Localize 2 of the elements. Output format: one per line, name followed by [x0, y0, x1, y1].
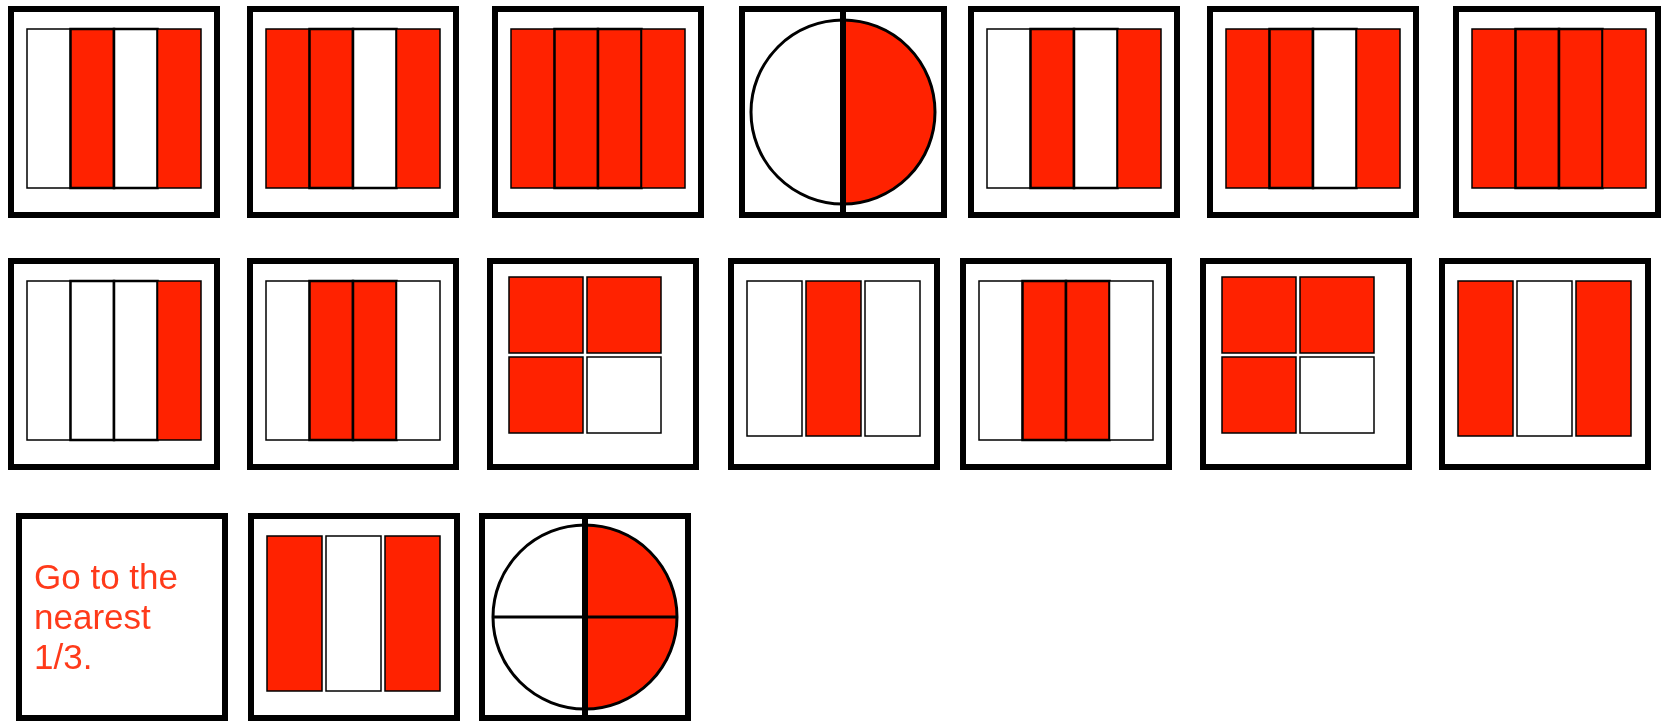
instruction-text: Go to the nearest 1/3.: [34, 557, 179, 677]
instruction-card: [16, 513, 228, 721]
